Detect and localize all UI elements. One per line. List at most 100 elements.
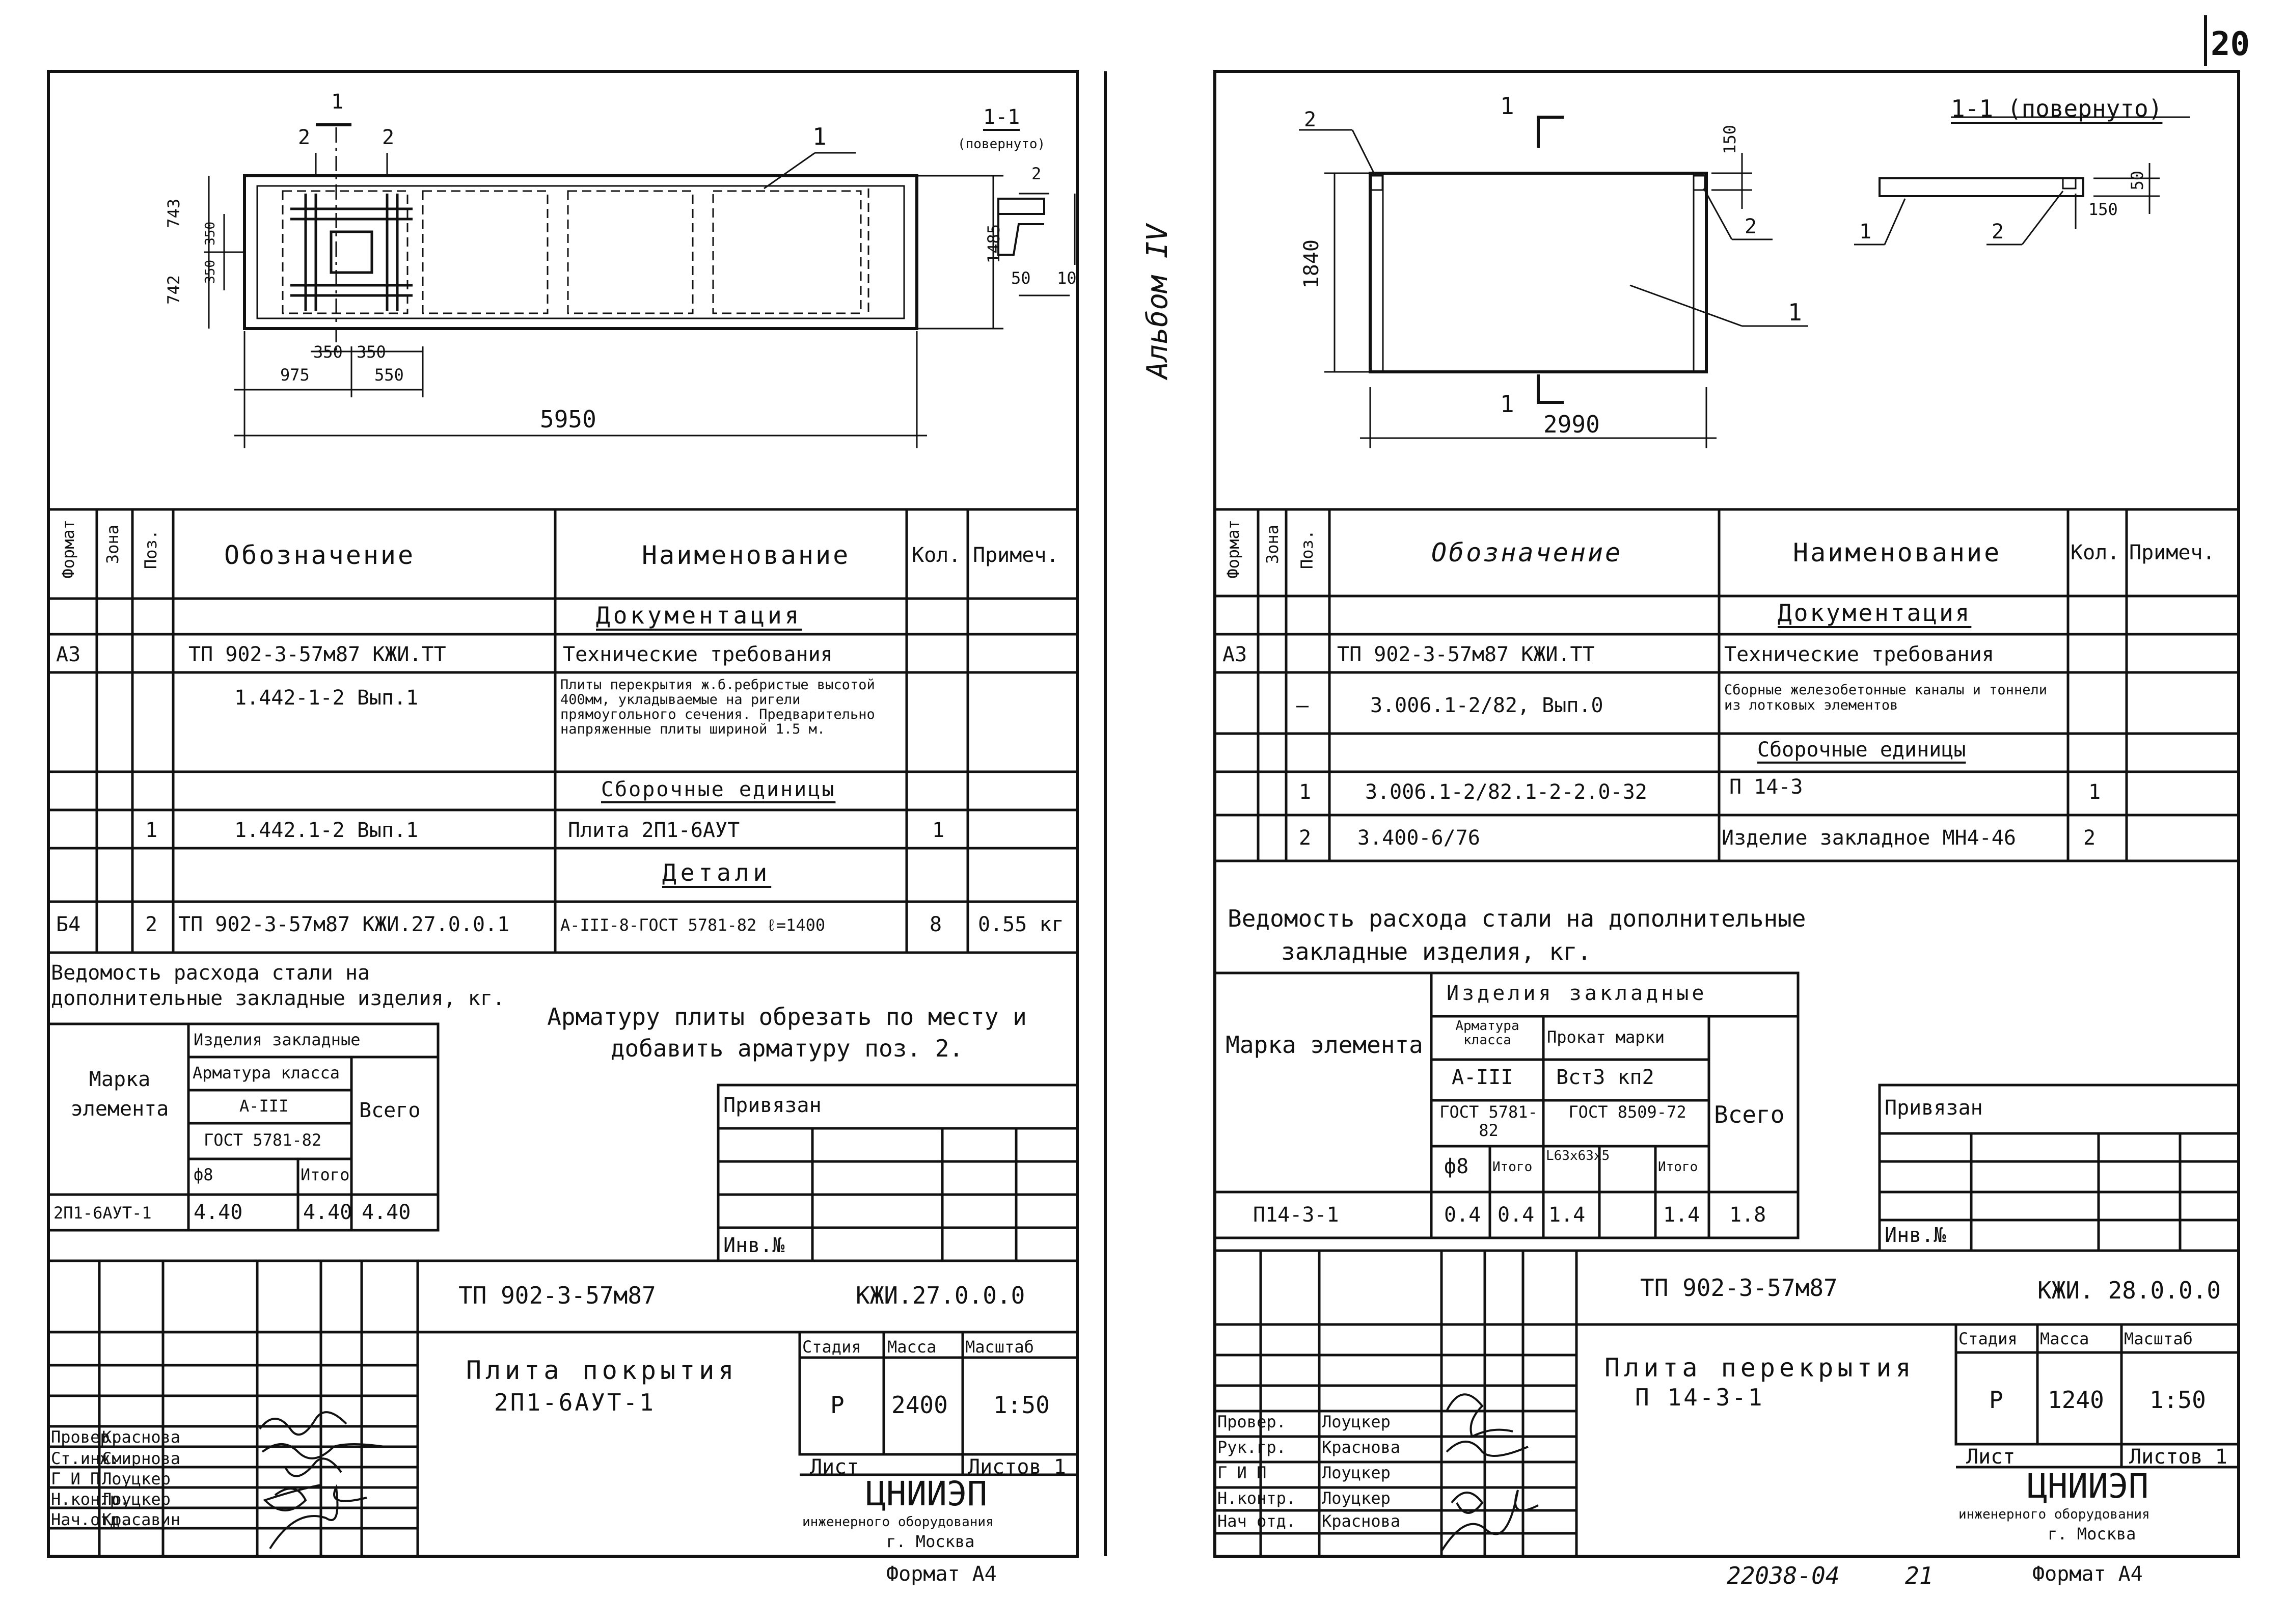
right-steel-row-total: 1.8 — [1729, 1203, 1766, 1227]
left-dim-975: 975 — [280, 365, 310, 385]
right-spec-row-pos: 1 — [1299, 780, 1312, 804]
left-steel-row-itogo: 4.40 — [303, 1201, 352, 1224]
left-steel-class-header: Арматура класса — [193, 1063, 340, 1082]
left-dim-550: 550 — [374, 365, 404, 385]
right-spec-h-designation: Обозначение — [1431, 538, 1623, 567]
left-sheet-frame — [47, 70, 1079, 1558]
left-note-text: Арматуру плиты обрезать по месту и добав… — [547, 1003, 1027, 1062]
left-section-sub: (повернуто) — [958, 137, 1046, 152]
page-number: 20 — [2211, 25, 2250, 63]
left-stamp-sheet: Лист — [810, 1455, 859, 1479]
left-steel-class: А-III — [239, 1096, 289, 1116]
left-spec-row-name: Плита 2П1-6АУТ — [568, 819, 740, 842]
left-stamp-role: Ст.инж. — [51, 1449, 120, 1468]
left-stamp-grid — [48, 1259, 1079, 1556]
left-spec-row-designation: 1.442.1-2 Вып.1 — [234, 819, 419, 842]
right-steel-itogo: Итого — [1492, 1159, 1533, 1175]
right-inv: Инв.№ — [1885, 1224, 1946, 1247]
left-spec-row-designation: ТП 902-3-57м87 КЖИ.ТТ — [188, 643, 446, 666]
left-steel-gost: ГОСТ 5781-82 — [204, 1130, 322, 1150]
left-stamp-code: ТП 902-3-57м87 — [458, 1282, 656, 1309]
right-spec-h-note: Примеч. — [2129, 541, 2215, 564]
right-spec-row-qty: 2 — [2083, 826, 2096, 850]
left-sec-10: 10 — [1057, 268, 1077, 288]
right-steel-d8: ф8 — [1444, 1155, 1469, 1178]
left-stamp-role: Нач.отд. — [51, 1510, 130, 1529]
right-spec-row-qty: 1 — [2088, 780, 2101, 804]
right-spec-h-name: Наименование — [1793, 538, 2002, 567]
right-stamp-grid — [1215, 1249, 2240, 1556]
left-spec-h-designation: Обозначение — [224, 540, 416, 570]
left-stamp-stage: Р — [830, 1391, 845, 1419]
left-dim-350c: 350 — [203, 222, 218, 246]
left-steel-row-total: 4.40 — [362, 1201, 411, 1224]
left-spec-row-qty: 1 — [932, 819, 945, 842]
right-dim-150: 150 — [1720, 125, 1739, 154]
right-stamp-sheet: Лист — [1966, 1445, 2016, 1469]
right-stamp-role: Рук.гр. — [1217, 1438, 1286, 1457]
left-dim-350a: 350 — [313, 342, 343, 362]
right-steel-mark-header: Марка элемента — [1226, 1031, 1423, 1059]
right-spec-row-designation: 3.400-6/76 — [1357, 826, 1480, 850]
right-stamp-title1: Плита перекрытия — [1604, 1353, 1915, 1383]
left-steel-row-mark: 2П1-6АУТ-1 — [53, 1203, 152, 1223]
left-spec-row-qty: 8 — [930, 913, 942, 936]
left-sec-50: 50 — [1011, 268, 1031, 288]
right-stamp-title2: П 14-3-1 — [1635, 1384, 1764, 1411]
left-spec-row-format: А3 — [56, 643, 81, 666]
right-stamp-stage-h: Стадия — [1958, 1329, 2018, 1348]
right-privyazan-grid — [1878, 1084, 2240, 1252]
left-spec-row-pos: 2 — [145, 913, 158, 936]
left-stamp-org: ЦНИИЭП — [866, 1474, 988, 1513]
right-steel-gost1: ГОСТ 5781-82 — [1439, 1102, 1538, 1140]
right-steel-row-angle: 1.4 — [1548, 1203, 1586, 1227]
left-inv: Инв.№ — [723, 1234, 785, 1257]
left-dim-350b: 350 — [357, 342, 386, 362]
right-sec-150: 150 — [2088, 200, 2118, 219]
right-spec-h-format: Формат — [1223, 520, 1243, 579]
left-stamp-sheets: Листов 1 — [968, 1455, 1066, 1479]
right-steel-row-itogo2: 1.4 — [1663, 1203, 1700, 1227]
right-spec-row-name: Изделие закладное МН4-46 — [1722, 826, 2016, 850]
right-steel-grid — [1213, 971, 1800, 1239]
signatures — [259, 1393, 1539, 1552]
right-privyazan: Привязан — [1885, 1096, 1983, 1120]
right-dim-width: 2990 — [1543, 411, 1600, 438]
left-dim-overall: 5950 — [540, 405, 596, 433]
right-sec-2: 2 — [1992, 220, 2004, 243]
left-spec-row-designation: 1.442-1-2 Вып.1 — [234, 686, 419, 710]
right-stamp-role: Н.контр. — [1217, 1488, 1296, 1508]
left-steel-total-header: Всего — [359, 1099, 421, 1122]
left-stamp-mass-h: Масса — [887, 1337, 937, 1357]
left-stamp-mass: 2400 — [891, 1391, 948, 1419]
left-spec-row-section: Детали — [662, 859, 772, 886]
right-steel-rolled-header: Прокат марки — [1547, 1027, 1665, 1047]
left-stamp-title1: Плита покрытия — [466, 1356, 738, 1385]
right-stamp-role: Нач отд. — [1217, 1511, 1296, 1531]
left-spec-grid — [48, 508, 1077, 954]
right-steel-row-itogo: 0.4 — [1498, 1203, 1535, 1227]
right-stamp-org3: г. Москва — [2048, 1524, 2136, 1544]
left-spec-row-name: А-III-8-ГОСТ 5781-82 ℓ=1400 — [560, 915, 826, 935]
right-stamp-mass-h: Масса — [2040, 1329, 2089, 1348]
right-sec-50: 50 — [2128, 171, 2147, 191]
left-spec-h-name: Наименование — [642, 540, 851, 570]
left-steel-row-d8: 4.40 — [194, 1201, 243, 1224]
album-label: Альбом IV — [1141, 224, 1174, 379]
right-stamp-name: Лоуцкер — [1322, 1488, 1391, 1508]
left-dim-743: 743 — [164, 199, 183, 228]
left-dim-1485: 1485 — [984, 224, 1003, 264]
right-steel-title2: закладные изделия, кг. — [1281, 938, 1592, 965]
right-spec-row-pos: — — [1296, 694, 1309, 717]
right-spec-row-name: Сборные железобетонные каналы и тоннели … — [1724, 682, 2047, 713]
left-sec-label-2: 2 — [1031, 164, 1042, 183]
right-spec-row-designation: 3.006.1-2/82, Вып.0 — [1370, 694, 1603, 717]
left-section-title: 1-1 — [983, 105, 1020, 129]
left-steel-d8: ф8 — [194, 1165, 213, 1184]
right-spec-row-designation: ТП 902-3-57м87 КЖИ.ТТ — [1337, 643, 1595, 666]
right-steel-class-header: Арматура класса — [1455, 1018, 1519, 1048]
left-spec-h-zone: Зона — [103, 525, 122, 564]
left-spec-row-designation: ТП 902-3-57м87 КЖИ.27.0.0.1 — [178, 913, 510, 936]
left-steel-group: Изделия закладные — [194, 1030, 361, 1049]
left-spec-row-pos: 1 — [145, 819, 158, 842]
